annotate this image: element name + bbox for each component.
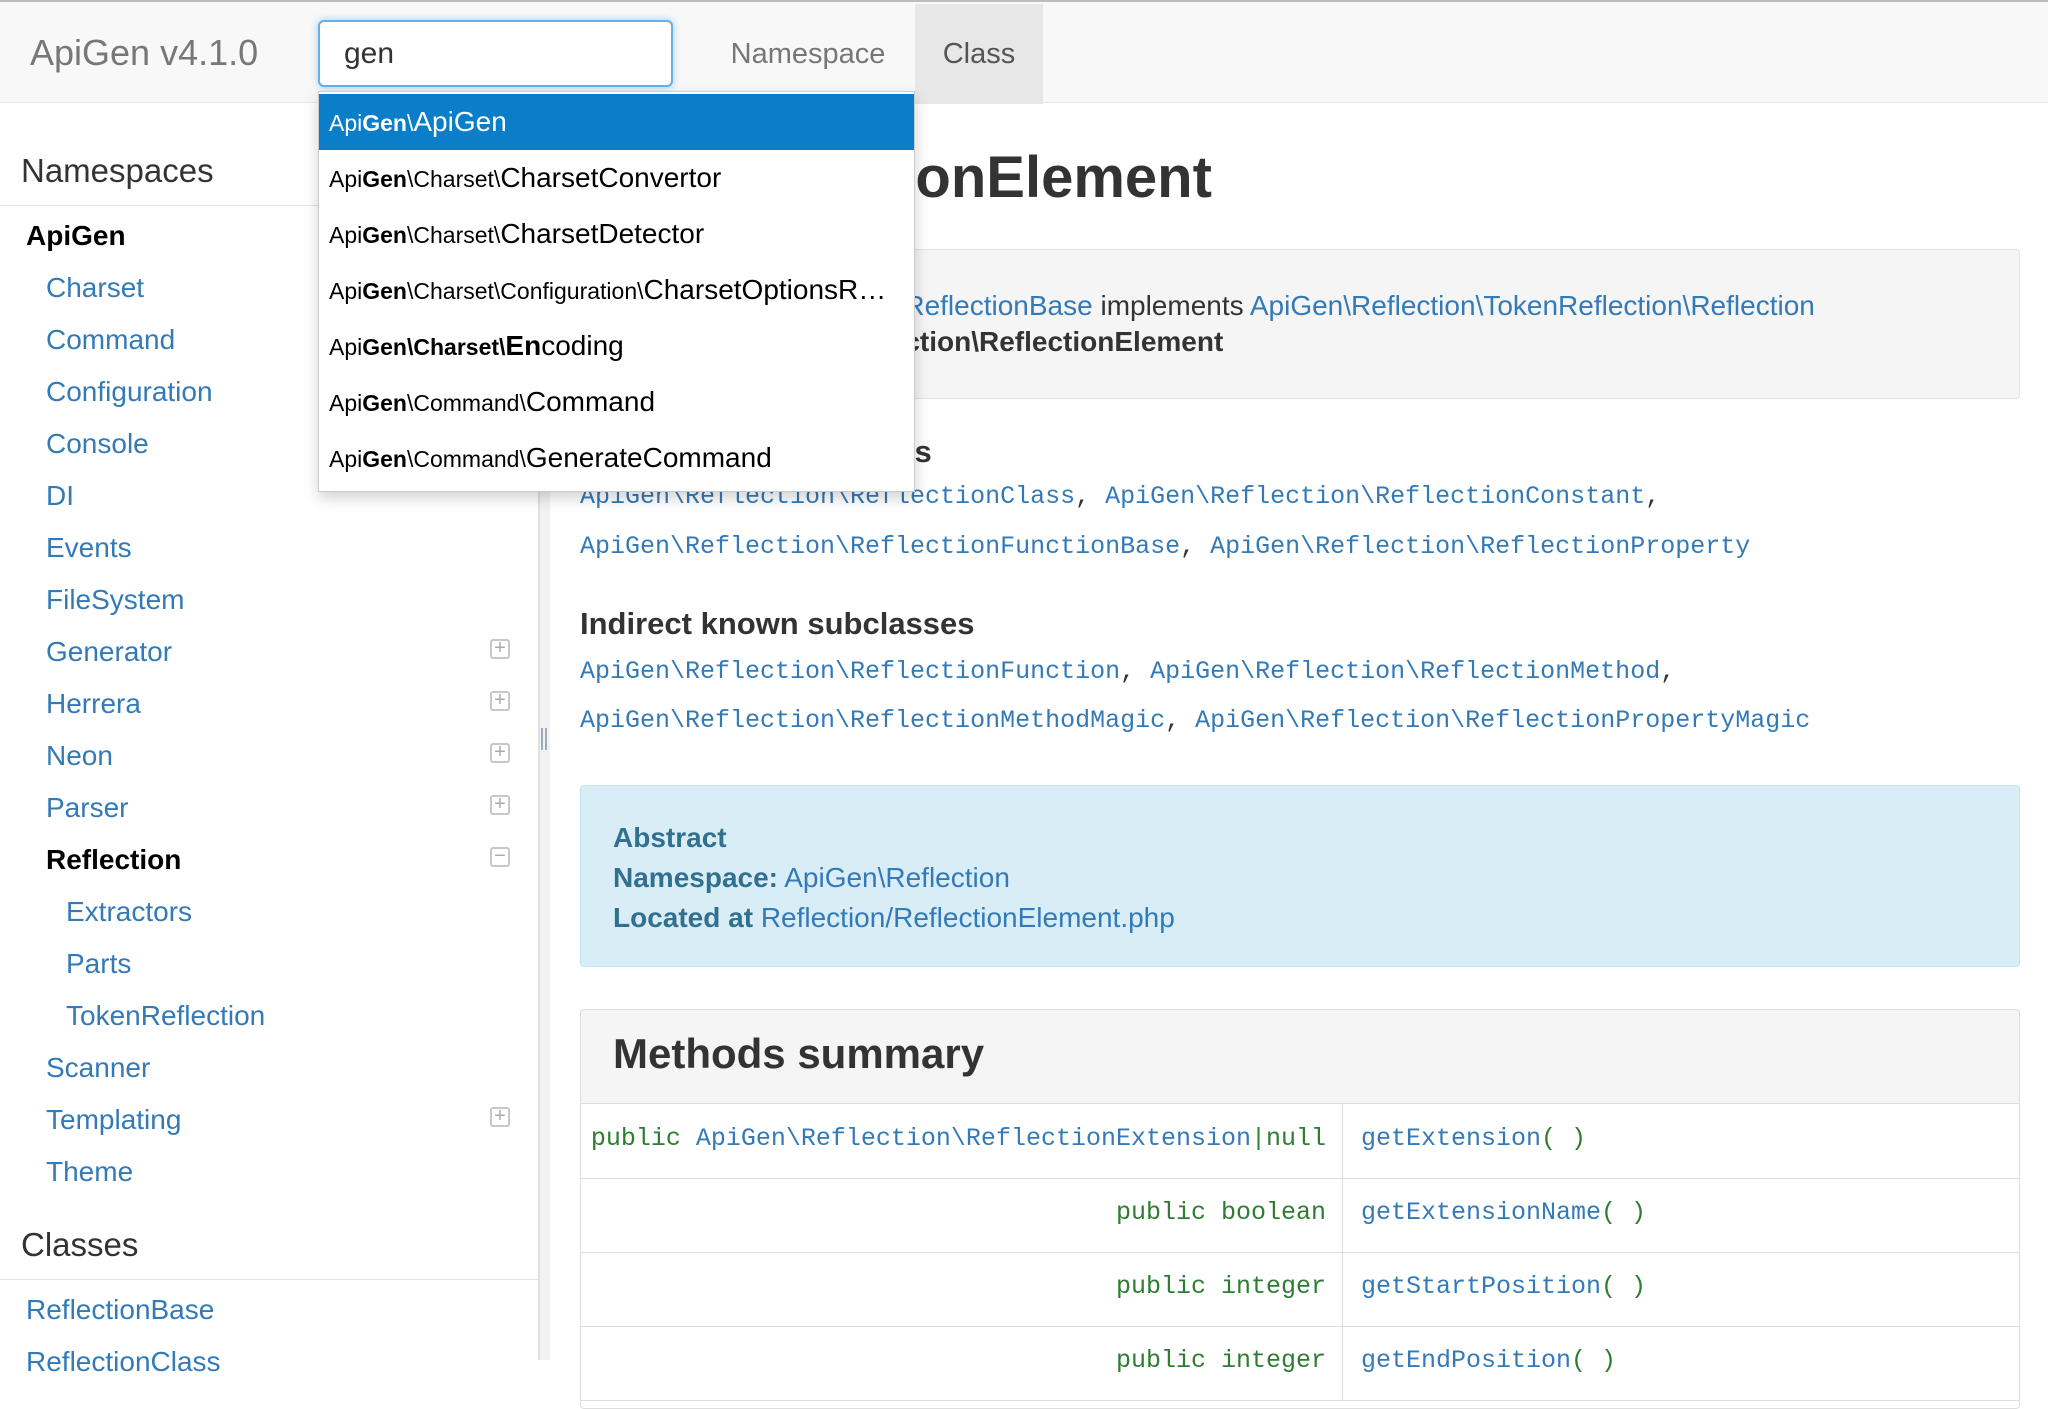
nav-namespace-link[interactable]: Namespace xyxy=(730,38,886,70)
indirect-subclasses-heading: Indirect known subclasses xyxy=(580,606,975,641)
located-info: Located at Reflection/ReflectionElement.… xyxy=(613,902,1175,933)
method-type-cell: public integer xyxy=(581,1326,1343,1400)
expand-generator-icon[interactable]: + xyxy=(490,638,510,659)
sidebar-item-console[interactable]: Console xyxy=(46,428,149,459)
sidebar-item-filesystem[interactable]: FileSystem xyxy=(46,584,185,615)
method-return-type: public integer xyxy=(1115,1346,1326,1375)
subclass-link[interactable]: ApiGen\Reflection\ReflectionMethod xyxy=(1150,657,1661,686)
indirect-subclasses-line-1: ApiGen\Reflection\ReflectionFunction, Ap… xyxy=(580,657,1676,686)
sidebar-item-configuration[interactable]: Configuration xyxy=(46,376,213,407)
subclass-link[interactable]: ApiGen\Reflection\ReflectionFunction xyxy=(580,657,1121,686)
expand-neon-icon[interactable]: + xyxy=(490,742,510,763)
method-row: public boolean getExtensionName( ) xyxy=(581,1178,2019,1253)
hierarchy-line-1: n\ReflectionBase implements ApiGen\Refle… xyxy=(881,290,1815,322)
sidebar-item-tokenreflection[interactable]: TokenReflection xyxy=(66,1000,266,1031)
main-content: tionElement n\ReflectionBase implements … xyxy=(580,104,2048,1409)
brand-logo[interactable]: ApiGen v4.1.0 xyxy=(30,32,259,73)
method-row: public integer getEndPosition( ) xyxy=(581,1326,2019,1401)
subclass-link[interactable]: ApiGen\Reflection\ReflectionFunctionBase xyxy=(580,532,1181,561)
namespace-info: Namespace: ApiGen\Reflection xyxy=(613,862,1010,893)
sidebar-item-events[interactable]: Events xyxy=(46,532,132,563)
method-name-link[interactable]: getEndPosition( ) xyxy=(1361,1346,1617,1375)
autocomplete-item[interactable]: ApiGen\ApiGen xyxy=(319,94,914,150)
expand-herrera-icon[interactable]: + xyxy=(490,690,510,711)
sidebar-item-scanner[interactable]: Scanner xyxy=(46,1052,151,1083)
methods-panel-header: Methods summary xyxy=(581,1010,2019,1104)
method-return-type: public integer xyxy=(1115,1272,1326,1301)
subclass-link[interactable]: ApiGen\Reflection\ReflectionProperty xyxy=(1210,532,1751,561)
direct-subclasses-line-2: ApiGen\Reflection\ReflectionFunctionBase… xyxy=(580,532,1751,561)
method-type-cell: public ApiGen\Reflection\ReflectionExten… xyxy=(581,1104,1343,1178)
autocomplete-item[interactable]: ApiGen\Charset\Encoding xyxy=(329,330,624,361)
autocomplete-item[interactable]: ApiGen\Charset\Configuration\CharsetOpti… xyxy=(329,274,887,305)
collapse-reflection-icon[interactable]: − xyxy=(490,846,510,867)
nav-class-link[interactable]: Class xyxy=(915,4,1043,104)
autocomplete-item[interactable]: ApiGen\Command\GenerateCommand xyxy=(329,442,772,473)
implements-text: implements xyxy=(1092,290,1250,321)
classes-heading: Classes xyxy=(0,1226,540,1280)
method-name-link[interactable]: getExtension( ) xyxy=(1361,1124,1587,1153)
sidebar-item-command[interactable]: Command xyxy=(46,324,176,355)
sidebar-item-reflection[interactable]: Reflection xyxy=(46,844,182,875)
sidebar-item-theme[interactable]: Theme xyxy=(46,1156,134,1187)
subclass-link[interactable]: ApiGen\Reflection\ReflectionMethodMagic xyxy=(580,706,1166,735)
sidebar-item-parts[interactable]: Parts xyxy=(66,948,132,979)
methods-summary-title: Methods summary xyxy=(613,1030,985,1077)
sidebar-item-extractors[interactable]: Extractors xyxy=(66,896,193,927)
sidebar-item-charset[interactable]: Charset xyxy=(46,272,145,303)
subclass-link[interactable]: ApiGen\Reflection\ReflectionConstant xyxy=(1105,482,1646,511)
hierarchy-line-2: lection\ReflectionElement xyxy=(881,326,1224,357)
method-return-type: public boolean xyxy=(1115,1198,1326,1227)
namespaces-heading: Namespaces xyxy=(0,152,540,206)
splitter-grip-icon[interactable] xyxy=(541,728,547,750)
autocomplete-item[interactable]: ApiGen\Charset\CharsetConvertor xyxy=(329,162,722,193)
autocomplete-item[interactable]: ApiGen\Command\Command xyxy=(329,386,656,417)
sidebar-item-parser[interactable]: Parser xyxy=(46,792,129,823)
page-title: tionElement xyxy=(880,145,1212,210)
methods-summary-panel: Methods summary public ApiGen\Reflection… xyxy=(580,1009,2020,1409)
namespace-link[interactable]: ApiGen\Reflection xyxy=(784,862,1010,893)
expand-templating-icon[interactable]: + xyxy=(490,1106,510,1127)
method-name-link[interactable]: getExtensionName( ) xyxy=(1361,1198,1647,1227)
expand-parser-icon[interactable]: + xyxy=(490,794,510,815)
subclass-link[interactable]: ApiGen\Reflection\ReflectionPropertyMagi… xyxy=(1195,706,1811,735)
search-input[interactable] xyxy=(318,20,673,87)
method-name-link[interactable]: getStartPosition( ) xyxy=(1361,1272,1647,1301)
class-info-box: Abstract Namespace: ApiGen\Reflection Lo… xyxy=(580,785,2020,967)
method-type-cell: public integer xyxy=(581,1252,1343,1326)
method-return-type: public ApiGen\Reflection\ReflectionExten… xyxy=(590,1124,1326,1153)
sidebar-item-herrera[interactable]: Herrera xyxy=(46,688,141,719)
source-file-link[interactable]: Reflection/ReflectionElement.php xyxy=(760,902,1175,933)
method-row: public ApiGen\Reflection\ReflectionExten… xyxy=(581,1104,2019,1179)
sidebar-item-neon[interactable]: Neon xyxy=(46,740,113,771)
indirect-subclasses-line-2: ApiGen\Reflection\ReflectionMethodMagic,… xyxy=(580,706,1811,735)
class-link-reflectionclass[interactable]: ReflectionClass xyxy=(26,1346,221,1377)
method-row: public integer getStartPosition( ) xyxy=(581,1252,2019,1327)
reflection-interface-link[interactable]: ApiGen\Reflection\TokenReflection\Reflec… xyxy=(1249,290,1815,321)
top-navbar: ApiGen v4.1.0 Namespace Class xyxy=(0,0,2048,104)
method-type-cell: public boolean xyxy=(581,1178,1343,1252)
autocomplete-item[interactable]: ApiGen\Charset\CharsetDetector xyxy=(329,218,705,249)
class-link-reflectionbase[interactable]: ReflectionBase xyxy=(26,1294,215,1325)
sidebar-item-di[interactable]: DI xyxy=(46,480,74,511)
search-autocomplete-dropdown: ApiGen\ApiGen ApiGen\Charset\CharsetConv… xyxy=(318,91,915,492)
sidebar-item-templating[interactable]: Templating xyxy=(46,1104,182,1135)
return-type-link[interactable]: ApiGen\Reflection\ReflectionExtension xyxy=(695,1124,1251,1153)
sidebar-item-generator[interactable]: Generator xyxy=(46,636,173,667)
reflectionbase-link[interactable]: n\ReflectionBase xyxy=(881,290,1093,321)
sidebar: Namespaces ApiGen Charset Command Config… xyxy=(0,104,540,1377)
abstract-label: Abstract xyxy=(613,822,727,853)
sidebar-item-apigen[interactable]: ApiGen xyxy=(26,220,126,251)
